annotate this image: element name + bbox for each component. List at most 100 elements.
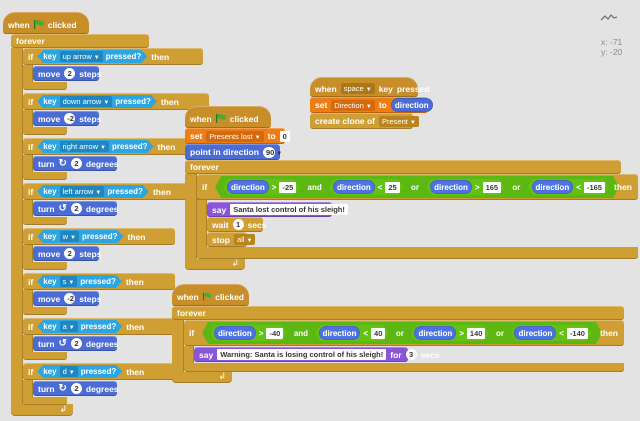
point-in-direction-block[interactable]: point in direction 90▼: [185, 144, 282, 160]
direction-reporter[interactable]: direction: [390, 98, 433, 112]
say-text-input[interactable]: Santa lost control of his sleigh!: [230, 204, 348, 215]
direction-reporter[interactable]: direction: [214, 326, 256, 340]
when-flag-clicked-hat[interactable]: when clicked: [172, 284, 249, 306]
compare-input[interactable]: -40: [266, 328, 283, 339]
compare-input[interactable]: 165: [483, 182, 502, 193]
degrees-input[interactable]: 2: [70, 203, 82, 214]
key-dropdown[interactable]: up arrow▼: [60, 51, 103, 62]
key-dropdown[interactable]: s▼: [60, 276, 78, 287]
compare-input[interactable]: -165: [584, 182, 605, 193]
direction-reporter[interactable]: direction: [532, 180, 574, 194]
if-bottom: [23, 127, 67, 135]
forever-block[interactable]: forever: [11, 34, 149, 48]
direction-greater-than[interactable]: direction>-25: [223, 179, 300, 195]
direction-reporter[interactable]: direction: [319, 326, 361, 340]
degrees-input[interactable]: 2: [70, 158, 82, 169]
say-for-secs-block[interactable]: say Warning: Santa is losing control of …: [194, 347, 440, 362]
if-bottom: [184, 363, 624, 372]
direction-less-than[interactable]: direction<-165: [528, 179, 609, 195]
when-key-pressed-hat[interactable]: when space▼ key pressed: [310, 77, 430, 97]
stop-dropdown[interactable]: all▼: [233, 234, 256, 245]
direction-less-than[interactable]: direction<40: [315, 325, 390, 341]
direction-reporter[interactable]: direction: [333, 180, 375, 194]
forever-bottom: ↲: [11, 404, 73, 416]
compare-input[interactable]: -140: [567, 328, 588, 339]
direction-greater-than[interactable]: direction>140: [410, 325, 489, 341]
steps-input[interactable]: 2: [64, 68, 76, 79]
compare-input[interactable]: 140: [467, 328, 486, 339]
set-variable-block[interactable]: set Direction▼ to direction: [310, 97, 433, 113]
forever-block[interactable]: forever: [172, 306, 624, 320]
direction-greater-than[interactable]: direction>165: [426, 179, 505, 195]
when-flag-clicked-hat[interactable]: when clicked: [185, 106, 271, 128]
wait-block[interactable]: wait 1 secs: [207, 217, 266, 232]
set-value-input[interactable]: 0: [279, 130, 290, 142]
if-block[interactable]: if direction>-25 and direction<25 or dir…: [197, 174, 638, 200]
key-dropdown[interactable]: left arrow▼: [60, 186, 105, 197]
compare-input[interactable]: 40: [371, 328, 385, 339]
if-block[interactable]: if direction>-40 and direction<40 or dir…: [184, 320, 624, 346]
direction-reporter[interactable]: direction: [414, 326, 456, 340]
when-flag-clicked-hat[interactable]: when clicked: [3, 12, 89, 34]
compare-input[interactable]: 25: [385, 182, 399, 193]
variable-dropdown[interactable]: Direction▼: [331, 99, 375, 111]
key-dropdown[interactable]: d▼: [60, 366, 78, 377]
clone-target-dropdown[interactable]: Present▼: [379, 115, 419, 127]
say-secs-input[interactable]: 3: [405, 349, 417, 360]
stop-block[interactable]: stop all▼: [207, 232, 256, 247]
or-condition[interactable]: direction>-25 and direction<25 or direct…: [215, 176, 619, 198]
degrees-input[interactable]: 2: [70, 383, 82, 394]
say-block[interactable]: say Santa lost control of his sleigh!: [207, 202, 348, 217]
forever-block[interactable]: forever: [185, 160, 621, 174]
direction-reporter[interactable]: direction: [227, 180, 269, 194]
set-variable-block[interactable]: set Presents lost▼ to 0: [185, 128, 290, 144]
steps-input[interactable]: -2: [64, 113, 76, 124]
direction-less-than[interactable]: direction<25: [329, 179, 404, 195]
sprite-thumbnail-icon: [600, 14, 618, 22]
key-dropdown[interactable]: a▼: [60, 321, 78, 332]
key-dropdown[interactable]: w▼: [60, 231, 79, 242]
direction-less-than[interactable]: direction<-140: [510, 325, 591, 341]
steps-input[interactable]: -2: [64, 293, 76, 304]
key-dropdown[interactable]: space▼: [340, 83, 375, 94]
key-dropdown[interactable]: right arrow▼: [60, 141, 109, 152]
direction-input[interactable]: 90▼: [262, 146, 282, 158]
direction-reporter[interactable]: direction: [514, 326, 556, 340]
direction-greater-than[interactable]: direction>-40: [210, 325, 287, 341]
or-condition[interactable]: direction>-40 and direction<40 or direct…: [202, 322, 602, 344]
if-arm: [23, 65, 33, 83]
wait-input[interactable]: 1: [232, 219, 244, 230]
create-clone-block[interactable]: create clone of Present▼: [310, 113, 419, 129]
degrees-input[interactable]: 2: [70, 338, 82, 349]
compare-input[interactable]: -25: [279, 182, 296, 193]
say-text-input[interactable]: Warning: Santa is losing control of his …: [217, 349, 387, 360]
key-dropdown[interactable]: down arrow▼: [60, 96, 113, 107]
steps-input[interactable]: 2: [64, 248, 76, 259]
direction-reporter[interactable]: direction: [430, 180, 472, 194]
variable-dropdown[interactable]: Presents lost▼: [206, 130, 264, 142]
